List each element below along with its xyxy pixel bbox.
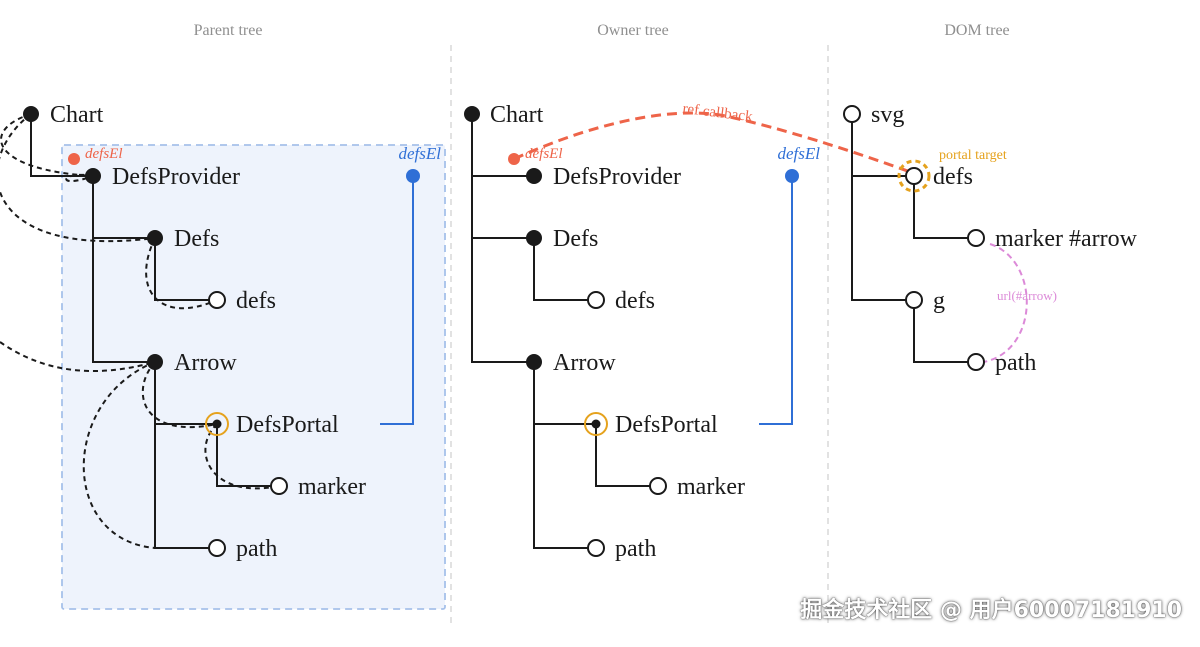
dom-marker-node (967, 229, 985, 247)
dom-defs-label: defs (933, 164, 973, 190)
owner-path-label: path (615, 536, 656, 562)
dom-g-node (905, 291, 923, 309)
parent-defsportal-ring (205, 412, 229, 436)
parent-defsprovider-node (85, 168, 101, 184)
dom-marker-label: marker #arrow (995, 226, 1138, 252)
url-reference-arc (983, 243, 1028, 363)
dom-g-label: g (933, 288, 945, 314)
parent-tree-render-arcs (0, 113, 280, 549)
owner-arrow-node (526, 354, 542, 370)
defsel-ref-dot (68, 153, 80, 165)
owner-defsportal-ring (584, 412, 608, 436)
owner-defs-element-label: defs (615, 288, 655, 314)
parent-defs-component-node (147, 230, 163, 246)
url-reference-label: url(#arrow) (997, 288, 1057, 303)
owner-marker-node (649, 477, 667, 495)
parent-tree-title: Parent tree (194, 22, 263, 39)
parent-chart-label: Chart (50, 102, 104, 128)
owner-defs-component-node (526, 230, 542, 246)
owner-path-node (587, 539, 605, 557)
parent-marker-node (270, 477, 288, 495)
defsel-state-dot (406, 169, 420, 183)
portal-target-ring (897, 159, 931, 193)
owner-defsprovider-label: DefsProvider (553, 164, 681, 190)
watermark: 掘金技术社区 @ 用户60007181910 (800, 598, 1182, 623)
parent-defsportal-node (212, 419, 222, 429)
defsel-state-label: defsEl (399, 144, 442, 163)
dom-svg-node (843, 105, 861, 123)
parent-arrow-label: Arrow (174, 350, 237, 376)
parent-tree-edges (30, 114, 279, 549)
dom-svg-label: svg (871, 102, 904, 128)
parent-marker-label: marker (298, 474, 366, 500)
defs-provider-scope-box (61, 144, 446, 610)
parent-tree-blue-ref: defsEl (380, 144, 442, 425)
dom-tree-edges (851, 114, 976, 363)
owner-arrow-label: Arrow (553, 350, 616, 376)
dom-path-label: path (995, 350, 1036, 376)
parent-chart-node (23, 106, 39, 122)
owner-defsel-ref-label: defsEl (525, 146, 563, 162)
parent-path-label: path (236, 536, 277, 562)
owner-defs-element-node (587, 291, 605, 309)
owner-defsportal-node (591, 419, 601, 429)
dom-defs-node (905, 167, 923, 185)
parent-defsportal-label: DefsPortal (236, 412, 339, 438)
owner-chart-label: Chart (490, 102, 544, 128)
owner-tree-edges (471, 114, 658, 549)
dom-path-node (967, 353, 985, 371)
ref-callback-label: ref callback (682, 101, 754, 126)
owner-marker-label: marker (677, 474, 745, 500)
parent-arrow-node (147, 354, 163, 370)
defsel-ref-label: defsEl (85, 146, 123, 162)
parent-defs-element-label: defs (236, 288, 276, 314)
owner-defsel-state-label: defsEl (778, 144, 821, 163)
portal-target-label: portal target (939, 148, 1007, 163)
parent-defs-component-label: Defs (174, 226, 219, 252)
owner-defsportal-label: DefsPortal (615, 412, 718, 438)
owner-tree-blue-ref: defsEl (759, 144, 821, 425)
parent-defsprovider-label: DefsProvider (112, 164, 240, 190)
parent-path-node (208, 539, 226, 557)
owner-defs-component-label: Defs (553, 226, 598, 252)
owner-tree-title: Owner tree (597, 22, 669, 39)
parent-defs-element-node (208, 291, 226, 309)
owner-chart-node (464, 106, 480, 122)
dom-tree-title: DOM tree (944, 22, 1009, 39)
owner-defsel-state-dot (785, 169, 799, 183)
owner-defsprovider-node (526, 168, 542, 184)
